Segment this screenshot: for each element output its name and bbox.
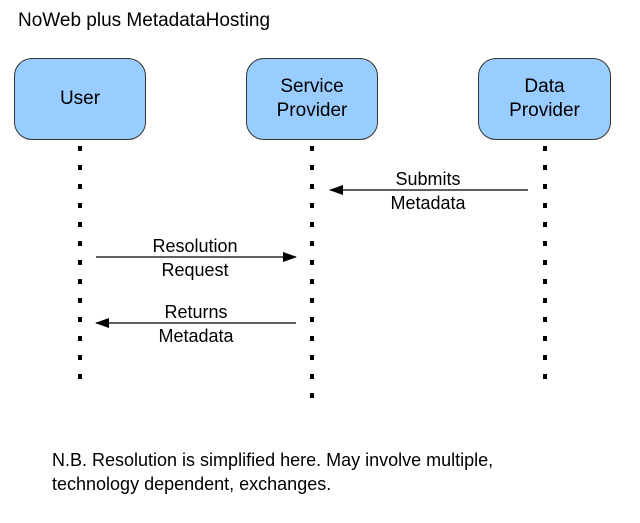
actor-data-provider-label-line1: Data (524, 76, 565, 97)
message-submits-metadata-line2: Metadata (390, 193, 466, 213)
footnote: N.B. Resolution is simplified here. May … (52, 448, 627, 496)
actor-service-provider-label: Service Provider (277, 75, 348, 123)
message-submits-metadata-label: Submits Metadata (372, 167, 484, 215)
actor-data-provider: Data Provider (478, 58, 611, 140)
message-submits-metadata-line1: Submits (395, 169, 461, 189)
message-returns-metadata-label: Returns Metadata (140, 300, 252, 348)
message-resolution-request-label: Resolution Request (132, 234, 258, 282)
actor-user-label-line1: User (59, 88, 101, 109)
actor-service-provider-label-line1: Service (280, 76, 344, 97)
actor-user-label: User (60, 87, 100, 111)
message-resolution-request-line1: Resolution (152, 236, 238, 256)
footnote-line2: technology dependent, exchanges. (52, 474, 332, 494)
diagram-title: NoWeb plus MetadataHosting (18, 10, 271, 31)
footnote-line1: N.B. Resolution is simplified here. May … (52, 450, 494, 470)
message-resolution-request-line2: Request (161, 260, 229, 280)
actor-service-provider: Service Provider (246, 58, 378, 140)
message-returns-metadata-line1: Returns (164, 302, 228, 322)
message-returns-metadata-line2: Metadata (158, 326, 234, 346)
actor-data-provider-label: Data Provider (509, 75, 580, 123)
actor-service-provider-label-line2: Provider (276, 100, 348, 121)
actor-user: User (14, 58, 146, 140)
actor-data-provider-label-line2: Provider (509, 100, 580, 121)
